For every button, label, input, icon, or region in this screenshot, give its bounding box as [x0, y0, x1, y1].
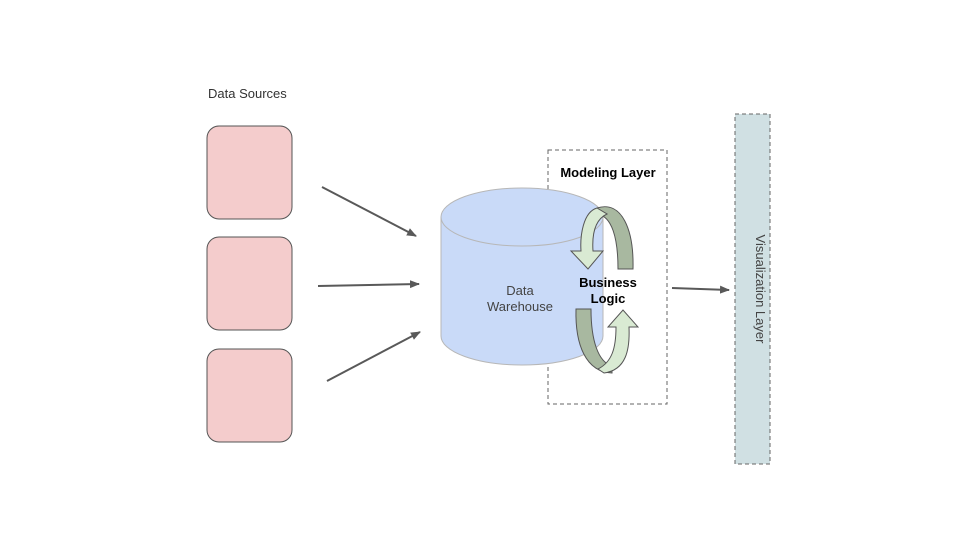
- data-warehouse-cylinder: [440, 187, 604, 366]
- arrow-source-2-to-warehouse: [317, 280, 420, 289]
- business-logic-line2: Logic: [591, 291, 626, 306]
- warehouse-label-line2: Warehouse: [487, 299, 553, 314]
- source-box-3: [206, 348, 293, 443]
- source-box-1: [206, 125, 293, 220]
- business-logic-line1: Business: [579, 275, 637, 290]
- warehouse-label-line1: Data: [506, 283, 534, 298]
- modeling-layer-label: Modeling Layer: [560, 165, 655, 180]
- arrow-source-1-to-warehouse: [321, 186, 417, 237]
- arrow-modeling-to-visualization: [671, 285, 730, 294]
- arrow-source-3-to-warehouse: [326, 331, 421, 382]
- source-box-2: [206, 236, 293, 331]
- visualization-layer-label: Visualization Layer: [753, 235, 768, 345]
- visualization-layer-box: [734, 113, 771, 465]
- data-sources-label: Data Sources: [208, 86, 287, 101]
- cycle-arrow-top-icon: [569, 206, 634, 270]
- cycle-arrow-bottom-icon: [575, 308, 640, 374]
